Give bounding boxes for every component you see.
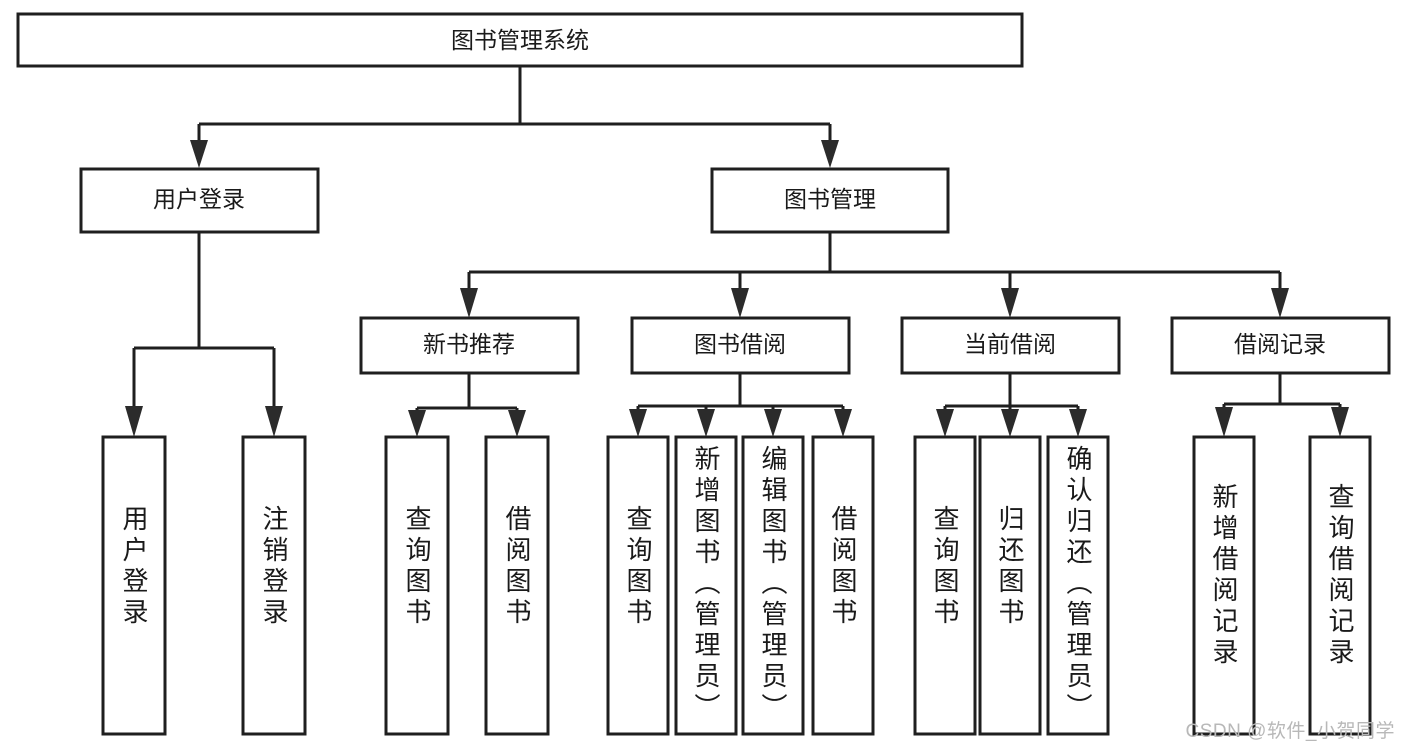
node-new-book-recommend-label: 新书推荐 <box>423 331 515 357</box>
csdn-watermark: CSDN @软件_小贺同学 <box>1185 721 1395 742</box>
arrow-to-leaf-add-book-admin <box>697 409 715 437</box>
node-root[interactable] <box>16 12 1024 68</box>
node-leaf-return-book[interactable] <box>978 435 1042 736</box>
node-root-label: 图书管理系统 <box>451 27 589 53</box>
node-new-book-recommend[interactable] <box>359 316 580 375</box>
node-book-borrow[interactable] <box>630 316 851 375</box>
node-user-login-label: 用户登录 <box>153 186 245 212</box>
arrow-to-leaf-edit-book-admin <box>764 409 782 437</box>
node-leaf-add-borrow-record[interactable] <box>1192 435 1256 736</box>
node-leaf-borrow-book-1[interactable] <box>484 435 550 736</box>
connector-layer <box>125 66 1349 437</box>
arrow-to-leaf-query-borrow-record <box>1331 407 1349 437</box>
arrow-to-leaf-borrow-book-2 <box>834 409 852 437</box>
arrow-to-book-management <box>821 140 839 168</box>
arrow-to-borrow-record <box>1271 288 1289 318</box>
arrow-to-leaf-borrow-book-1 <box>508 410 526 437</box>
node-book-borrow-label: 图书借阅 <box>694 331 786 357</box>
arrow-to-leaf-confirm-return-admin <box>1069 409 1087 437</box>
arrow-to-leaf-user-login <box>125 406 143 437</box>
arrow-to-book-borrow <box>731 288 749 318</box>
node-borrow-record[interactable] <box>1170 316 1391 375</box>
node-leaf-query-book-2[interactable] <box>606 435 670 736</box>
node-current-borrow-label: 当前借阅 <box>964 331 1056 357</box>
arrow-to-leaf-return-book <box>1001 409 1019 437</box>
node-leaf-confirm-return-admin[interactable] <box>1046 435 1110 736</box>
node-leaf-query-borrow-record[interactable] <box>1308 435 1372 736</box>
arrow-to-leaf-add-borrow-record <box>1215 407 1233 437</box>
arrow-to-leaf-query-book-2 <box>629 409 647 437</box>
node-leaf-borrow-book-2[interactable] <box>811 435 875 736</box>
node-leaf-user-login[interactable] <box>101 435 167 736</box>
node-leaf-add-book-admin[interactable] <box>674 435 738 736</box>
node-user-login[interactable] <box>79 167 320 234</box>
node-leaf-logout-login[interactable] <box>241 435 307 736</box>
node-book-management-label: 图书管理 <box>784 186 876 212</box>
arrow-to-current-borrow <box>1001 288 1019 318</box>
node-layer: 图书管理系统 用户登录 图书管理 新书推荐 图书借阅 当前借阅 借阅记录 <box>16 12 1391 736</box>
arrow-to-leaf-query-book-1 <box>408 410 426 437</box>
arrow-to-new-book-recommend <box>460 288 478 318</box>
arrow-to-user-login <box>190 140 208 168</box>
node-leaf-query-book-3[interactable] <box>913 435 977 736</box>
arrow-to-leaf-logout-login <box>265 406 283 437</box>
node-book-management[interactable] <box>710 167 950 234</box>
node-leaf-edit-book-admin[interactable] <box>741 435 805 736</box>
arrow-to-leaf-query-book-3 <box>936 409 954 437</box>
node-leaf-query-book-1[interactable] <box>384 435 450 736</box>
node-current-borrow[interactable] <box>900 316 1121 375</box>
node-borrow-record-label: 借阅记录 <box>1234 331 1326 357</box>
